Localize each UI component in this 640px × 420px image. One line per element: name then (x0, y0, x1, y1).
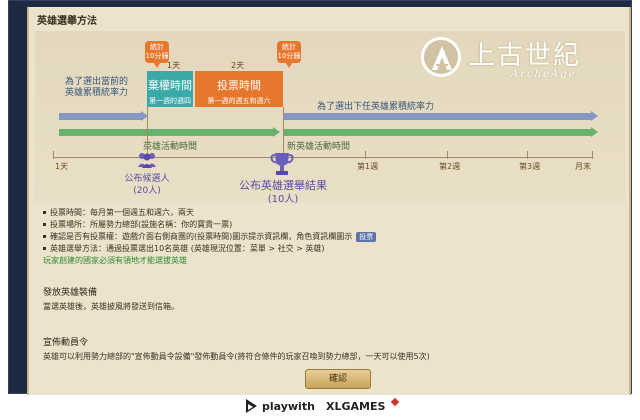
stat-badge-right: 統計 10分鐘 (277, 41, 301, 68)
axis-tick (365, 151, 366, 159)
axis-label-week2: 第2週 (439, 162, 461, 171)
green-note: 玩家創建的國家必須有領地才能選拔英雄 (43, 256, 187, 265)
section-mobilization-title: 宣佈動員令 (43, 338, 89, 348)
bar-arrow-icon (273, 127, 280, 137)
section-mobilization-text: 英雄可以利用勢力總部的"宣佈動員令設備"發佈動員令(將符合條件的玩家召喚到勢力總… (43, 352, 430, 361)
hero-activity-bar (59, 129, 273, 136)
list-item: 英雄選舉方法：通過投票選出10名英雄 (英雄現況位置：菜單 > 社交 > 英雄) (43, 243, 623, 255)
timeline-axis (53, 157, 593, 158)
game-logo: 上古世紀 ArcheAge (421, 35, 617, 99)
section-hero-equipment-text: 當選英雄後，英雄披風將發送到信箱。 (43, 302, 179, 311)
axis-tick (527, 151, 528, 159)
new-hero-activity-bar (283, 129, 591, 136)
new-hero-activity-label: 新英雄活動時間 (287, 142, 351, 152)
content-panel: 英雄選舉方法 上古世紀 ArcheAge 統計 10分鐘 統計 10分鐘 1天 … (27, 7, 631, 395)
vote-time-box: 投票時間 第一週的週五和週六 (195, 71, 283, 107)
day2-label: 2天 (231, 61, 245, 70)
current-accumulation-bar (59, 113, 141, 120)
confirm-button[interactable]: 確認 (305, 369, 371, 389)
election-timeline-diagram: 上古世紀 ArcheAge 統計 10分鐘 統計 10分鐘 1天 2天 棄權時間… (35, 31, 625, 205)
next-accumulation-bar (283, 113, 591, 120)
axis-label-month-end: 月末 (575, 162, 591, 171)
axis-label-week3: 第3週 (519, 162, 541, 171)
xlgames-mark-icon (390, 397, 400, 407)
rules-list: 投票時間：每月第一個週五和週六，兩天 投票場所：所屬勢力總部(設施名稱：你的寶貴… (43, 207, 623, 267)
results-label: 公布英雄選舉結果 (239, 179, 327, 192)
axis-tick (53, 151, 54, 159)
list-item: 確認是否有投票權：遊戲介面右側商團的(投票時間)圖示提示資訊欄，角色資訊欄圖示投… (43, 231, 623, 243)
axis-tick (147, 107, 148, 159)
vote-indicator-icon: 投票 (356, 232, 377, 242)
candidates-label: 公布候選人 (124, 174, 170, 184)
xlgames-logo-text: XLGAMES (326, 400, 386, 413)
bar-arrow-icon (591, 111, 598, 121)
stat-badge-left: 統計 10分鐘 (145, 41, 169, 68)
axis-label-week1: 第1週 (357, 162, 379, 171)
axis-tick (447, 151, 448, 159)
list-item: 投票場所：所屬勢力總部(設施名稱：你的寶貴一票) (43, 219, 623, 231)
archeage-emblem-icon (421, 37, 461, 77)
results-count: (10人) (267, 194, 299, 205)
day1-label: 1天 (167, 61, 181, 70)
abstain-time-box: 棄權時間 第一週的週四 (147, 71, 193, 107)
dialog-window: 英雄選舉方法 上古世紀 ArcheAge 統計 10分鐘 統計 10分鐘 1天 … (8, 0, 632, 395)
trophy-icon (269, 151, 295, 177)
axis-tick (592, 151, 593, 159)
playwith-logo-icon (244, 398, 259, 416)
bar-arrow-icon (591, 127, 598, 137)
next-hero-note: 為了選出下任英雄累積統率力 (317, 102, 435, 112)
hero-activity-label: 英雄活動時間 (143, 142, 198, 152)
candidates-icon (137, 151, 157, 169)
candidates-count: (20人) (133, 186, 161, 196)
logo-subtitle: ArcheAge (511, 69, 577, 80)
axis-tick (283, 107, 284, 159)
dialog-title: 英雄選舉方法 (37, 16, 97, 27)
logo-title: 上古世紀 (469, 41, 582, 71)
playwith-logo-text: playwith (262, 400, 315, 413)
axis-label-day1: 1天 (55, 162, 69, 171)
bar-arrow-icon (141, 111, 148, 121)
list-item: 投票時間：每月第一個週五和週六，兩天 (43, 207, 623, 219)
current-hero-note: 為了選出當前的 英雄累積統率力 (65, 77, 129, 98)
section-hero-equipment-title: 發放英雄裝備 (43, 288, 98, 298)
footer-brand: playwith XLGAMES (0, 396, 640, 420)
